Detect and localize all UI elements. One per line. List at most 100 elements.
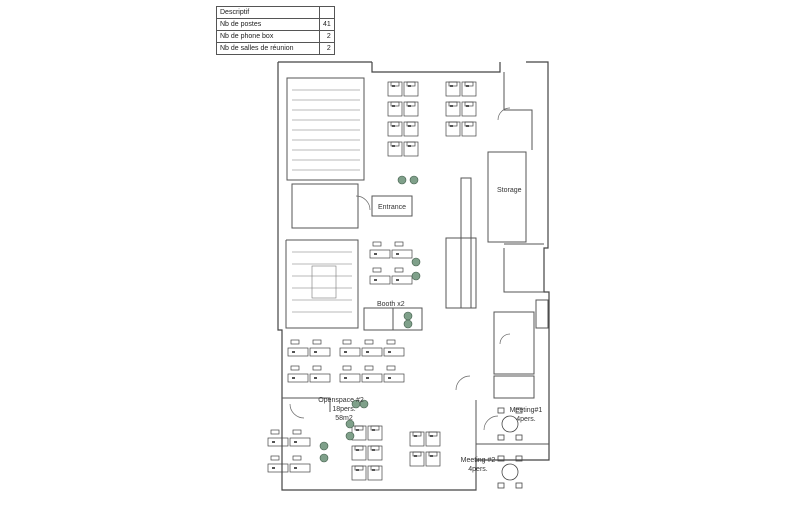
desk (267, 437, 289, 447)
monitor (392, 125, 395, 127)
chair (394, 241, 404, 247)
desk (461, 101, 477, 117)
shelving-unit (460, 177, 472, 309)
monitor (408, 145, 411, 147)
monitor (356, 469, 359, 471)
monitor (396, 253, 399, 255)
label-openspace-pers: 18pers. (332, 406, 355, 413)
desk (367, 445, 383, 461)
monitor (344, 377, 347, 379)
monitor (366, 351, 369, 353)
chair (386, 339, 396, 345)
plant (409, 175, 419, 185)
monitor (374, 253, 377, 255)
monitor (366, 377, 369, 379)
label-meeting-2: Meeting #2 (461, 457, 496, 464)
desk (409, 451, 425, 467)
plant (359, 399, 369, 409)
monitor (372, 449, 375, 451)
monitor (356, 429, 359, 431)
plant (411, 257, 421, 267)
desk (369, 275, 391, 285)
monitor (466, 85, 469, 87)
corridor-wall (503, 72, 533, 150)
monitor (450, 125, 453, 127)
desk (461, 81, 477, 97)
label-meeting-1-pers: 4pers. (516, 416, 536, 423)
monitor (466, 105, 469, 107)
desk (351, 445, 367, 461)
plant (345, 419, 355, 429)
monitor (314, 377, 317, 379)
desk (403, 121, 419, 137)
stairs (292, 89, 360, 313)
shaft-block (291, 183, 359, 229)
desk (445, 81, 461, 97)
legend-value-phone-box: 2 (319, 30, 335, 43)
chair (270, 455, 280, 461)
chair (290, 365, 300, 371)
building-outline (277, 61, 550, 491)
chair (364, 339, 374, 345)
desk (361, 373, 383, 383)
desk (339, 347, 361, 357)
monitor (408, 85, 411, 87)
desk (383, 347, 405, 357)
stair-block-bottom (285, 239, 359, 329)
label-storage: Storage (497, 187, 522, 194)
desk (267, 463, 289, 473)
desk (339, 373, 361, 383)
monitor (408, 105, 411, 107)
monitor (430, 435, 433, 437)
chair (312, 365, 322, 371)
monitor (388, 377, 391, 379)
desk (361, 347, 383, 357)
monitor (314, 351, 317, 353)
storage-room (487, 151, 527, 243)
monitor (392, 105, 395, 107)
desk (287, 373, 309, 383)
service-room (503, 248, 544, 293)
label-openspace: Openspace #2 (318, 397, 364, 404)
desk (367, 465, 383, 481)
shaft-small (535, 299, 549, 329)
inner-walls (282, 72, 549, 490)
plant (403, 311, 413, 321)
monitor (466, 125, 469, 127)
meeting-2-table (497, 455, 523, 489)
plant (403, 319, 413, 329)
entrance-room (371, 195, 413, 217)
desk (367, 425, 383, 441)
desk (403, 141, 419, 157)
monitor (356, 449, 359, 451)
wc-block (493, 311, 535, 375)
label-booth: Booth x2 (377, 301, 405, 308)
openspace-wall (282, 397, 331, 412)
chair (372, 267, 382, 273)
desk (387, 141, 403, 157)
plant (397, 175, 407, 185)
plant (345, 431, 355, 441)
desk (409, 431, 425, 447)
desk (351, 425, 367, 441)
desk (309, 347, 331, 357)
monitor (272, 441, 275, 443)
desk (287, 347, 309, 357)
label-meeting-1: Meeting#1 (510, 407, 543, 414)
monitor (372, 429, 375, 431)
monitor (294, 441, 297, 443)
chair (292, 455, 302, 461)
monitor (294, 467, 297, 469)
monitor (396, 279, 399, 281)
chair (394, 267, 404, 273)
chair (292, 429, 302, 435)
monitor (430, 455, 433, 457)
chair (342, 365, 352, 371)
wc-block-2 (493, 375, 535, 399)
monitor (414, 435, 417, 437)
desk (425, 451, 441, 467)
monitor (374, 279, 377, 281)
doors (289, 107, 511, 431)
label-entrance: Entrance (378, 204, 406, 211)
